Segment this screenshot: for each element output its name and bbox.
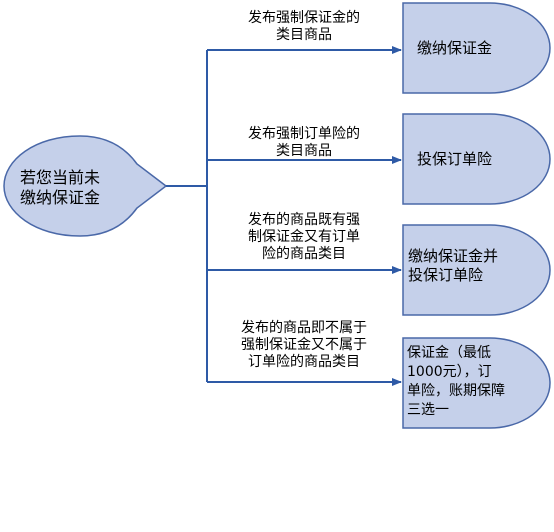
target-node-shape-4 — [402, 337, 551, 429]
source-node-shape — [3, 135, 168, 237]
target-node-shape-1 — [402, 2, 551, 94]
target-node-shape-2 — [402, 113, 551, 205]
target-node-shape-3 — [402, 224, 551, 316]
source-node-label: 若您当前未 缴纳保证金 — [20, 168, 101, 207]
branch-condition-2: 发布强制订单险的 类目商品 — [248, 126, 360, 159]
target-node-label-2: 投保订单险 — [417, 150, 493, 168]
branch-condition-1: 发布强制保证金的 类目商品 — [248, 10, 360, 43]
branch-condition-3: 发布的商品既有强 制保证金又有订单 险的商品类目 — [248, 212, 360, 262]
target-node-label-1: 缴纳保证金 — [417, 39, 493, 57]
target-node-label-4: 保证金（最低 1000元），订 单险，账期保障 三选一 — [407, 345, 505, 418]
branch-condition-4: 发布的商品即不属于 强制保证金又不属于 订单险的商品类目 — [241, 320, 367, 370]
target-node-label-3: 缴纳保证金并 投保订单险 — [408, 247, 499, 284]
